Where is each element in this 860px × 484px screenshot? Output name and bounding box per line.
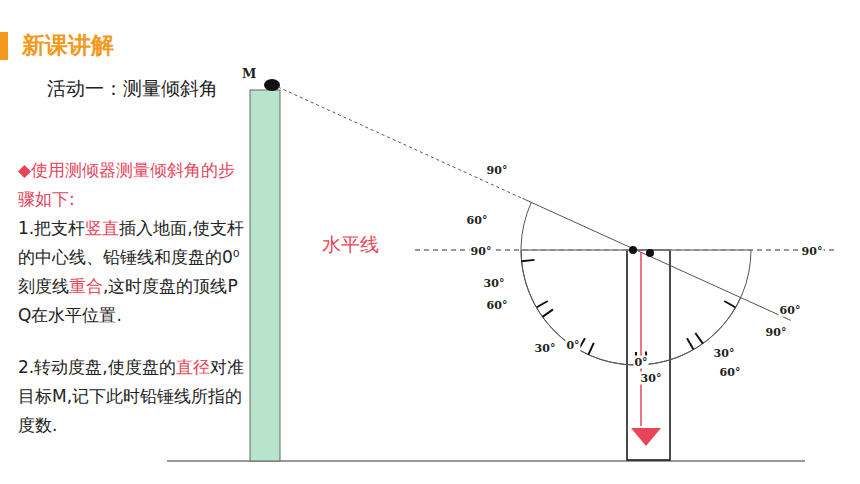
protractor-tick bbox=[724, 301, 735, 308]
degree-label: 60° bbox=[719, 366, 742, 379]
degree-label: 60° bbox=[779, 304, 802, 317]
step-text: 2.转动度盘,使度盘的 bbox=[18, 357, 176, 377]
protractor-tick bbox=[695, 333, 703, 344]
step-two: 2.转动度盘,使度盘的直径对准目标M,记下此时铅锤线所指的度数. bbox=[18, 353, 246, 440]
degree-label: 90° bbox=[470, 245, 493, 258]
degree-label: 60° bbox=[486, 299, 509, 312]
protractor-tick bbox=[588, 343, 593, 355]
protractor-tick bbox=[687, 338, 694, 349]
support-rod bbox=[627, 250, 670, 460]
tilted-protractor-arc bbox=[521, 202, 741, 365]
pivot-dot bbox=[646, 249, 654, 257]
degree-label: 90° bbox=[801, 245, 824, 258]
pivot-dot bbox=[629, 246, 637, 254]
plumb-weight bbox=[631, 428, 661, 446]
protractor-tick bbox=[542, 309, 553, 317]
target-label: M bbox=[242, 66, 256, 81]
protractor-tick bbox=[522, 260, 535, 261]
degree-label: 60° bbox=[466, 214, 489, 227]
slide-title: 新课讲解 bbox=[22, 30, 114, 61]
degree-label: 30° bbox=[483, 277, 506, 290]
step-text: 1.把支杆 bbox=[18, 218, 85, 238]
step-text: 竖直 bbox=[85, 218, 119, 238]
protractor-tick bbox=[536, 301, 547, 308]
degree-label: 90° bbox=[765, 326, 788, 339]
degree-label: 30° bbox=[640, 372, 663, 385]
steps-heading: ◆使用测倾器测量倾斜角的步骤如下: bbox=[18, 156, 246, 214]
degree-label: 90° bbox=[486, 164, 509, 177]
title-bar bbox=[0, 32, 8, 60]
step-text: 直径 bbox=[176, 357, 210, 377]
degree-label: 30° bbox=[713, 347, 736, 360]
sight-line bbox=[278, 87, 522, 198]
protractor-arc bbox=[521, 250, 751, 365]
diameter-line bbox=[522, 198, 791, 320]
step-text: ◆使用测倾器测量倾斜角的步骤如下: bbox=[18, 160, 235, 209]
degree-label: 0° bbox=[565, 339, 580, 352]
target-dot bbox=[264, 79, 280, 91]
step-one: 1.把支杆竖直插入地面,使支杆的中心线、铅锤线和度盘的0⁰刻度线重合,这时度盘的… bbox=[18, 214, 246, 330]
step-text: 重合 bbox=[69, 276, 103, 296]
horizontal-label: 水平线 bbox=[322, 232, 379, 258]
degree-label: 0° bbox=[633, 356, 648, 369]
plumb-line bbox=[640, 252, 642, 426]
pole bbox=[250, 90, 280, 461]
activity-title: 活动一：测量倾斜角 bbox=[47, 76, 218, 102]
degree-label: 30° bbox=[534, 342, 557, 355]
